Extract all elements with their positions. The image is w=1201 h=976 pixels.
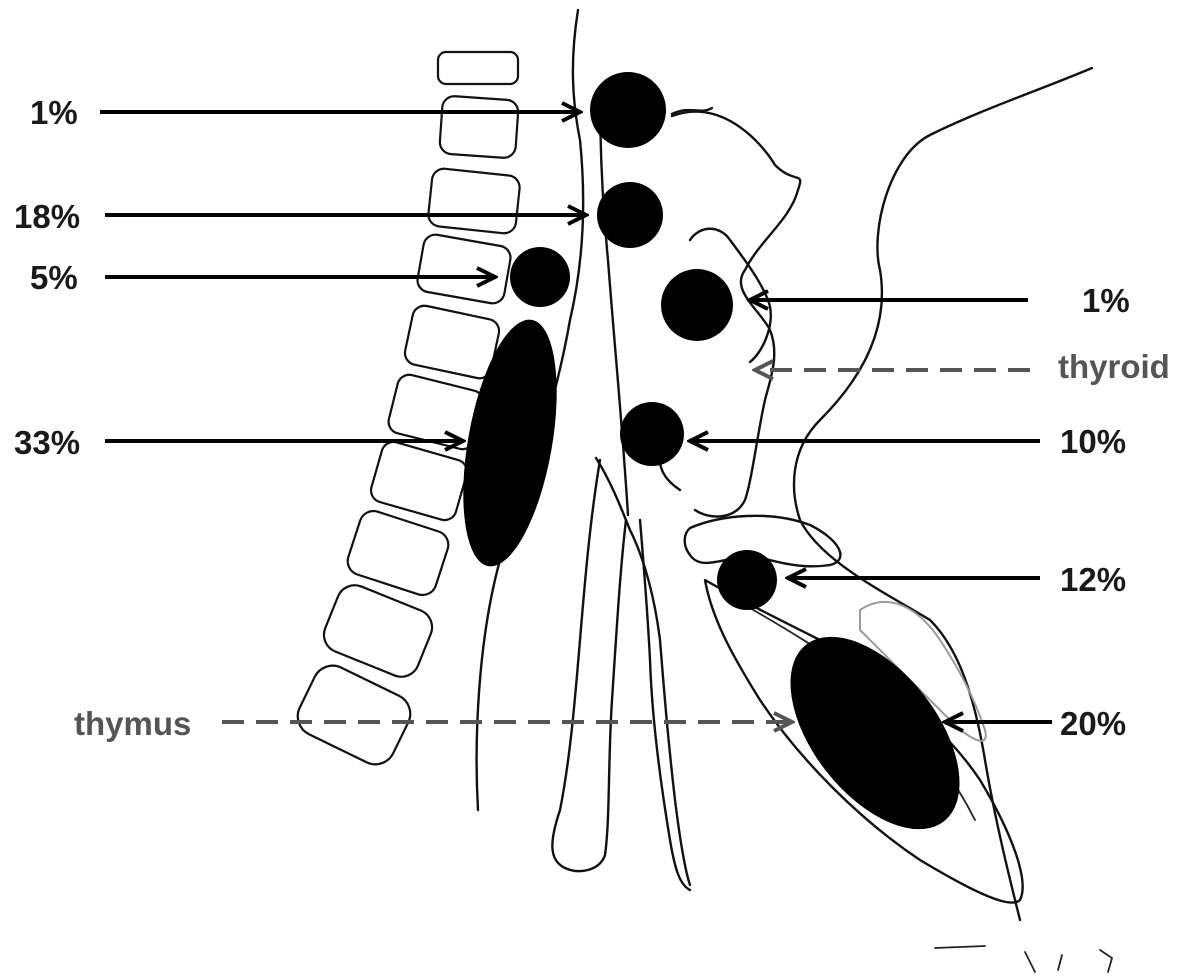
gland-upper-1: [590, 72, 666, 148]
label-left-4: 33%: [14, 424, 80, 461]
vertebra: [416, 233, 513, 305]
label-right-2: 10%: [1060, 423, 1126, 460]
vertebra: [368, 439, 470, 523]
label-left-1: 1%: [30, 94, 78, 131]
label-right-4: 20%: [1060, 705, 1126, 742]
gland-retro-5: [510, 247, 570, 307]
arrows: [100, 112, 1052, 722]
vertebra: [403, 304, 502, 381]
labels: 1% 18% 5% 33% 1% thyroid 10% 12% 20% thy…: [14, 94, 1170, 742]
vertebra: [344, 507, 452, 598]
vertebra: [439, 95, 519, 158]
gland-thyroid-1: [661, 269, 733, 341]
anatomy-outlines: [477, 10, 1112, 972]
label-right-1: 1%: [1082, 282, 1130, 319]
label-left-3: 5%: [30, 259, 78, 296]
glands: [447, 72, 993, 859]
gland-upper-2: [597, 182, 663, 248]
label-left-2: 18%: [14, 198, 80, 235]
gland-lower-10: [620, 402, 684, 466]
label-thyroid: thyroid: [1058, 348, 1170, 385]
gland-lower-12: [717, 550, 777, 610]
label-thymus: thymus: [74, 705, 191, 742]
vertebra: [438, 52, 518, 84]
label-right-3: 12%: [1060, 561, 1126, 598]
vertebra: [427, 168, 521, 235]
